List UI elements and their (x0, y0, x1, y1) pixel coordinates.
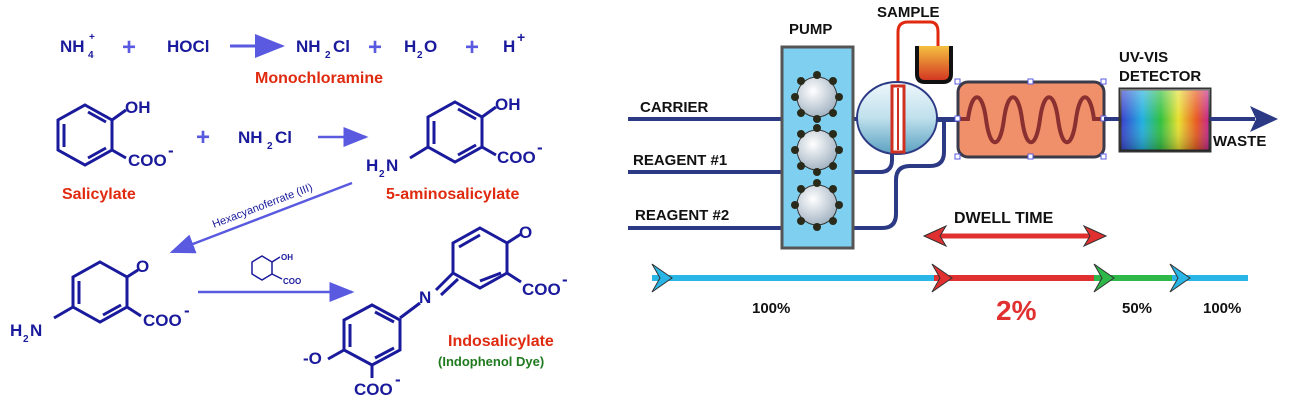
reaction-row-2: OH COO - Salicylate + NH 2 Cl OH COO - H… (56, 95, 543, 203)
quinone-charge: - (184, 301, 190, 320)
indosalicylate-imine-n: N (419, 288, 431, 307)
salicylate-structure (56, 103, 127, 167)
aminosalicylate-structure (409, 100, 497, 164)
quinone-amine-sub: 2 (23, 334, 29, 345)
proton-formula: H (503, 37, 515, 56)
salicylate-hydroxyl: OH (125, 98, 151, 117)
pump-roller-3 (791, 179, 843, 231)
sample-label: SAMPLE (877, 4, 940, 21)
coil-box (956, 80, 1106, 159)
waste-label: WASTE (1213, 133, 1266, 150)
plus-sign: + (196, 124, 210, 151)
detector-label-2: DETECTOR (1119, 68, 1201, 85)
coil-path (960, 95, 1102, 144)
aminosalicylate-carboxylate: COO (497, 148, 536, 167)
reaction-scheme: NH 4 + + HOCl NH 2 Cl + H 2 O + H + Mono… (10, 29, 568, 399)
timeline-marker-2-icon (931, 263, 953, 293)
percent-label-1: 100% (752, 300, 790, 317)
indosalicylate-carboxylate-top: COO (522, 280, 561, 299)
reagent-2-label: REAGENT #2 (635, 207, 729, 224)
catalyst-label: Hexacyanoferrate (III) (211, 181, 315, 230)
indosalicylate-structure (327, 226, 522, 378)
waste-arrow-icon (1250, 106, 1278, 132)
reaction-row-3: O COO - H 2 N OH COO (10, 253, 355, 345)
monochloramine-label: Monochloramine (255, 70, 383, 87)
plus-sign: + (368, 34, 382, 61)
aminosalicylate-amine-n: N (386, 156, 398, 175)
reaction-coil (954, 78, 1107, 160)
indosalicylate-carboxylate-bottom: COO (354, 380, 393, 399)
dwell-time-indicator: DWELL TIME (922, 210, 1108, 248)
quinone-carbonyl: O (136, 257, 149, 276)
indosalicylate-charge-bottom: - (395, 370, 401, 389)
dwell-left-arrowhead-icon (922, 224, 948, 248)
concentration-timeline: 100% 2% 50% 100% (651, 263, 1248, 326)
uv-vis-detector: UV-VIS DETECTOR WASTE (1104, 49, 1278, 153)
indosalicylate-carbonyl: O (519, 223, 532, 242)
sample-injector: SAMPLE (856, 4, 953, 155)
pump-roller-2 (791, 124, 843, 176)
peristaltic-pump: PUMP (780, 21, 855, 250)
percent-label-3: 50% (1122, 300, 1152, 317)
small-salicylate-hydroxyl: OH (281, 253, 293, 262)
small-salicylate-structure (251, 255, 283, 281)
reaction-arrow-3 (169, 181, 353, 254)
quinone-amine-n: N (30, 321, 42, 340)
aminosalicylate-charge: - (537, 138, 543, 157)
monochloramine-reactant: NH (238, 128, 263, 147)
indosalicylate-charge-top: - (562, 270, 568, 289)
monochloramine-reactant-cl: Cl (275, 128, 292, 147)
monochloramine-subscript: 2 (325, 50, 331, 61)
water-formula: H (404, 37, 416, 56)
sample-tube (896, 20, 940, 118)
ammonium-subscript: 4 (88, 50, 94, 61)
water-subscript: 2 (417, 50, 423, 61)
quinone-carboxylate: COO (143, 311, 182, 330)
detector-label-1: UV-VIS (1119, 49, 1168, 66)
plus-sign: + (122, 34, 136, 61)
salicylate-label: Salicylate (62, 186, 136, 203)
monochloramine-formula: NH (296, 37, 321, 56)
salicylate-carboxylate: COO (128, 151, 167, 170)
percent-label-4: 100% (1203, 300, 1241, 317)
monochloramine-reactant-sub: 2 (267, 141, 273, 152)
timeline-marker-3-icon (1093, 263, 1115, 293)
aminosalicylate-label: 5-aminosalicylate (386, 186, 520, 203)
reagent-2-line (628, 122, 946, 230)
hypochlorous-acid: HOCl (167, 37, 210, 56)
catalyst-step: Hexacyanoferrate (III) (169, 181, 353, 254)
salicylate-charge: - (168, 141, 174, 160)
timeline-marker-1-icon (651, 263, 673, 293)
indosalicylate-label: Indosalicylate (448, 333, 554, 350)
reaction-row-1: NH 4 + + HOCl NH 2 Cl + H 2 O + H + Mono… (60, 29, 525, 87)
timeline-marker-4-icon (1169, 263, 1191, 293)
dwell-right-arrowhead-icon (1082, 224, 1108, 248)
indosalicylate-structure-group: O COO - N -O COO - Indosalicylate (Indop… (303, 223, 568, 399)
proton-superscript: + (517, 29, 525, 45)
indophenol-dye-label: (Indophenol Dye) (438, 354, 544, 369)
sample-cup (915, 46, 953, 84)
water-oxygen: O (424, 37, 437, 56)
quinone-amine: H (10, 321, 22, 340)
monochloramine-chloride: Cl (333, 37, 350, 56)
pump-label: PUMP (789, 21, 832, 38)
ammonium-formula: NH (60, 37, 85, 56)
reagent-1-label: REAGENT #1 (633, 152, 727, 169)
fia-diagram: PUMP SAMPLE UV-VIS (628, 4, 1278, 326)
carrier-label: CARRIER (640, 99, 709, 116)
quinone-structure (53, 260, 142, 324)
dwell-time-label: DWELL TIME (954, 210, 1054, 227)
plus-sign: + (465, 34, 479, 61)
ammonium-superscript: + (89, 32, 95, 43)
small-salicylate-carboxylate: COO (283, 277, 301, 286)
percent-label-2: 2% (996, 295, 1037, 326)
aminosalicylate-hydroxyl: OH (495, 95, 521, 114)
aminosalicylate-amine-sub: 2 (379, 169, 385, 180)
pump-roller-1 (791, 71, 843, 123)
aminosalicylate-amine: H (366, 156, 378, 175)
indosalicylate-phenolate: -O (303, 349, 322, 368)
